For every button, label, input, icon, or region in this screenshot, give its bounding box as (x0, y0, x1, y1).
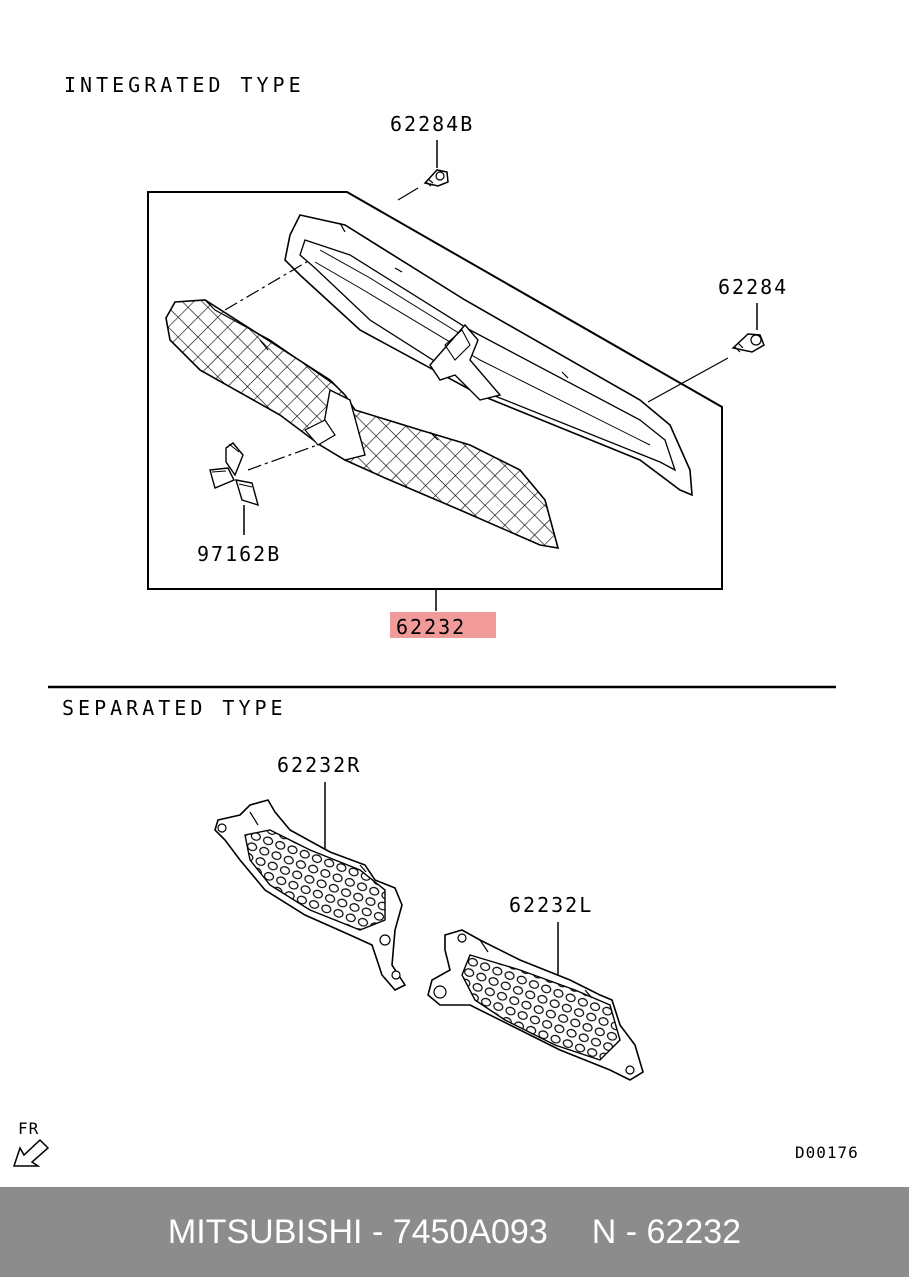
separated-type-title: SEPARATED TYPE (62, 696, 287, 720)
callout-97162b: 97162B (197, 542, 281, 566)
callout-62232: 62232 (396, 615, 466, 639)
highlight-62232 (390, 612, 496, 638)
screw-icon (731, 333, 765, 353)
diagram-code: D00176 (795, 1143, 859, 1162)
footer-bar: MITSUBISHI - 7450A093 N - 62232 (0, 1187, 909, 1277)
mesh-grille (165, 299, 560, 549)
callout-62232l: 62232L (509, 893, 593, 917)
emblem-icon (209, 442, 260, 507)
callout-62284: 62284 (718, 275, 788, 299)
orientation-label: FR (18, 1119, 39, 1138)
front-arrow-icon (12, 1138, 50, 1167)
grille-frame (284, 214, 693, 497)
parts-diagram: INTEGRATED TYPE 62284B 62284 (12, 73, 859, 1167)
integrated-assembly-frame (147, 191, 723, 590)
grille-left (427, 929, 644, 1081)
footer-brand-part: MITSUBISHI - 7450A093 (167, 1212, 548, 1251)
integrated-type-title: INTEGRATED TYPE (64, 73, 305, 97)
callout-62232r: 62232R (277, 753, 361, 777)
footer-ref: N - 62232 (591, 1212, 742, 1251)
callout-62284b: 62284B (390, 112, 474, 136)
screw-b-icon (423, 169, 449, 187)
grille-right (214, 799, 407, 991)
